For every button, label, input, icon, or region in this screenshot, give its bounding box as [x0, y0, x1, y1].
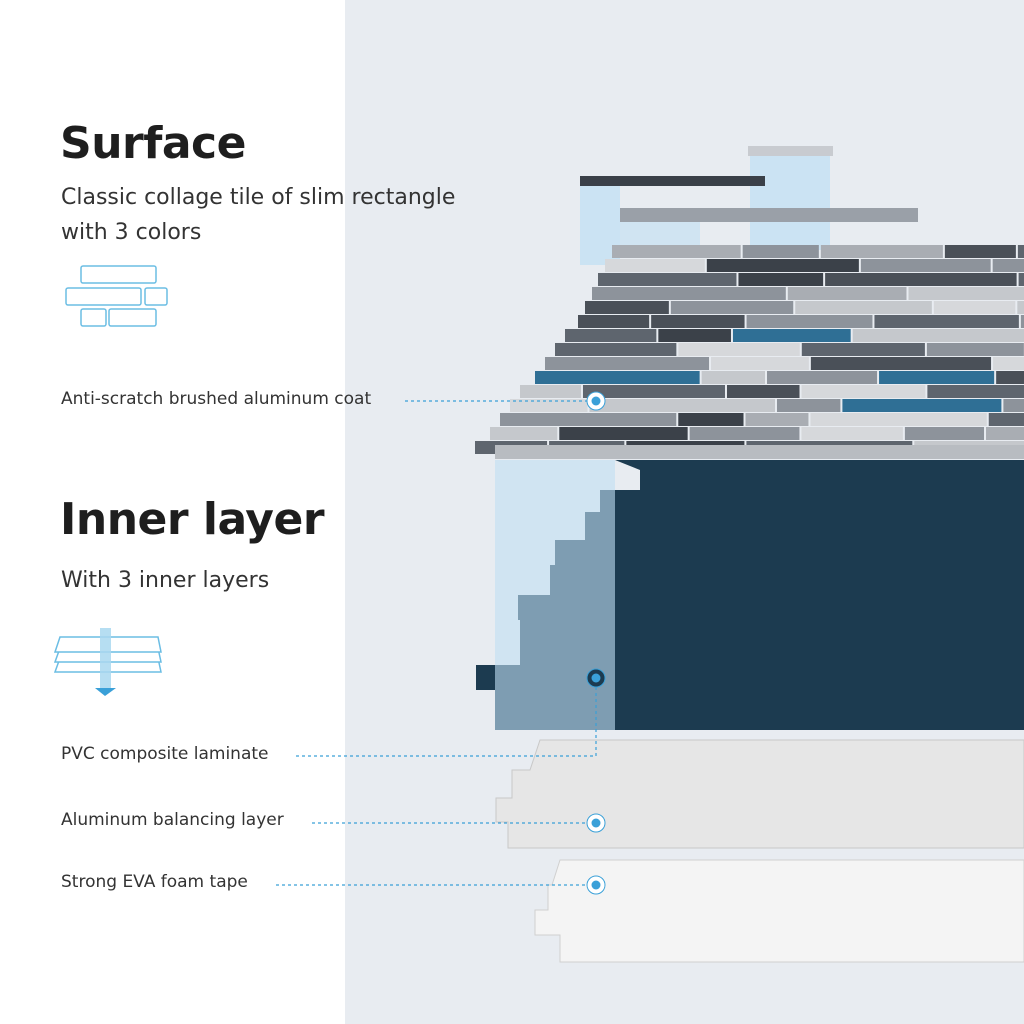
tile — [787, 287, 907, 300]
tile — [578, 315, 650, 328]
surface-subtitle-2: with 3 colors — [61, 220, 202, 245]
tile — [701, 371, 766, 384]
lifted-tile — [580, 176, 765, 186]
tile — [988, 413, 1024, 426]
tile — [746, 315, 873, 328]
tile — [927, 385, 1024, 398]
tile — [711, 357, 809, 370]
tile — [908, 287, 1024, 300]
tile — [670, 301, 794, 314]
tile — [545, 357, 710, 370]
tile — [996, 371, 1024, 384]
tile — [612, 245, 741, 258]
inner-subtitle: With 3 inner layers — [61, 568, 270, 593]
surface-tiles — [475, 245, 1024, 459]
tile — [738, 273, 824, 286]
tile — [732, 329, 851, 342]
tile — [582, 385, 725, 398]
tile — [689, 427, 800, 440]
tile — [1017, 301, 1024, 314]
tile — [801, 343, 925, 356]
lifted-tile — [748, 146, 833, 156]
callout-eva: Strong EVA foam tape — [61, 872, 248, 892]
callout-dots — [586, 391, 606, 895]
tile — [810, 413, 987, 426]
tile — [767, 371, 878, 384]
eva-foam-layer — [534, 859, 1024, 963]
tile — [706, 259, 859, 272]
tile — [678, 343, 800, 356]
inner-title: Inner layer — [60, 494, 325, 545]
tile — [926, 343, 1024, 356]
tile — [852, 329, 1024, 342]
tile — [904, 427, 985, 440]
tile — [745, 413, 809, 426]
tile — [559, 427, 688, 440]
tile — [520, 385, 581, 398]
tile — [795, 301, 932, 314]
tile — [810, 357, 992, 370]
tile-edge — [495, 445, 1024, 459]
tile — [820, 245, 943, 258]
tile — [585, 301, 669, 314]
tile — [776, 399, 841, 412]
tile — [678, 413, 744, 426]
tile — [993, 357, 1024, 370]
tile — [651, 315, 745, 328]
tile — [510, 399, 588, 412]
tile — [825, 273, 1017, 286]
tile — [992, 259, 1024, 272]
callout-aluminum-coat: Anti-scratch brushed aluminum coat — [61, 389, 372, 409]
tile — [565, 329, 657, 342]
tile — [535, 371, 700, 384]
surface-title: Surface — [60, 118, 246, 169]
tile — [658, 329, 731, 342]
tile — [500, 413, 677, 426]
tile — [874, 315, 1019, 328]
tile — [801, 427, 903, 440]
tile — [1017, 245, 1024, 258]
tile — [842, 399, 1002, 412]
callout-pvc: PVC composite laminate — [61, 744, 269, 764]
tile — [860, 259, 991, 272]
tile — [490, 427, 558, 440]
tile — [1018, 273, 1024, 286]
tile — [933, 301, 1016, 314]
tile — [986, 427, 1024, 440]
tile — [589, 399, 775, 412]
tile — [555, 343, 677, 356]
tile — [879, 371, 995, 384]
tile — [598, 273, 737, 286]
tile — [742, 245, 819, 258]
tile — [944, 245, 1016, 258]
tile — [1003, 399, 1024, 412]
callout-balancing: Aluminum balancing layer — [61, 810, 284, 830]
layers-down-icon — [53, 628, 162, 696]
tile — [1020, 315, 1024, 328]
tile — [592, 287, 786, 300]
tile — [801, 385, 926, 398]
lifted-tile — [620, 208, 918, 222]
tile — [726, 385, 800, 398]
glass-highlight — [495, 460, 615, 730]
tile — [605, 259, 705, 272]
brick-icon — [65, 265, 168, 327]
surface-subtitle-1: Classic collage tile of slim rectangle — [61, 185, 456, 210]
aluminum-balancing-layer — [495, 739, 1024, 849]
